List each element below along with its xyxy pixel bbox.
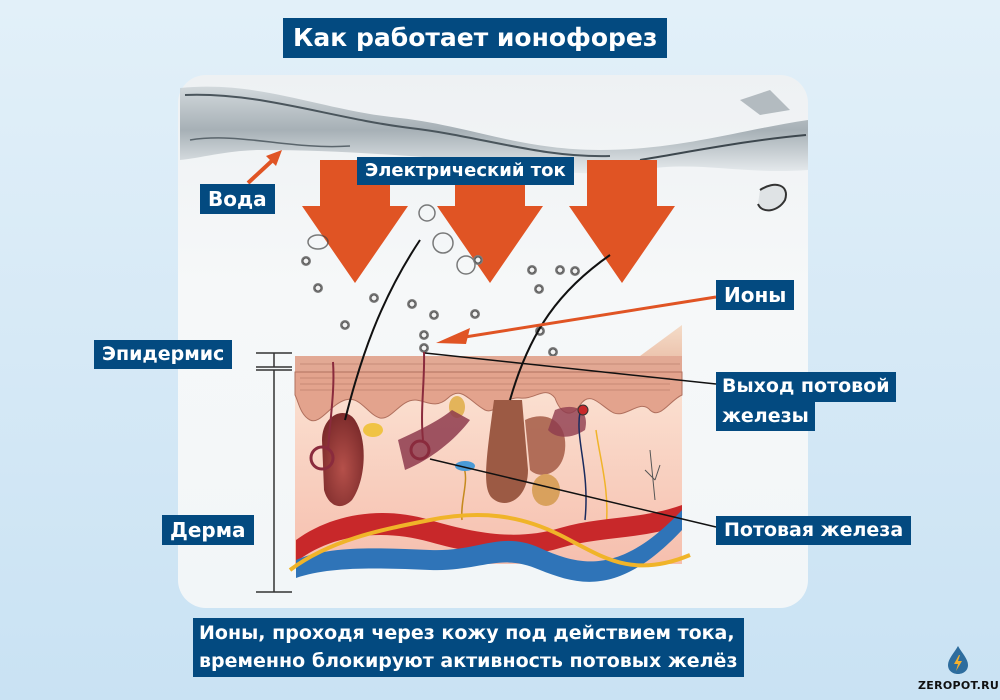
- label-epidermis: Эпидермис: [94, 340, 233, 369]
- caption-line2: временно блокируют активность потовых же…: [199, 649, 738, 672]
- label-sweat-gland: Потовая железа: [716, 516, 912, 545]
- label-water: Вода: [200, 184, 275, 214]
- sweat-gland-leader: [429, 458, 717, 528]
- label-sweat-duct-exit-line1: Выход потовой: [716, 372, 896, 402]
- water-pointer: [246, 156, 277, 185]
- page-title: Как работает ионофорез: [283, 18, 668, 58]
- ions: [301, 255, 580, 357]
- label-ions: Ионы: [716, 280, 795, 310]
- ions-pointer: [464, 295, 717, 339]
- label-sweat-duct-exit-line2: железы: [716, 401, 815, 432]
- label-dermis: Дерма: [162, 515, 254, 545]
- current-arrows: [302, 160, 675, 283]
- caption: Ионы, проходя через кожу под действием т…: [193, 618, 744, 678]
- duct-exit-leader: [424, 352, 717, 385]
- label-electric-current: Электрический ток: [357, 157, 574, 185]
- water-surface: [180, 86, 808, 212]
- caption-line1: Ионы, проходя через кожу под действием т…: [199, 622, 735, 644]
- water-drop-lightning-icon: [948, 646, 968, 674]
- skin-block: [288, 239, 691, 582]
- brand-logo: ZEROPOT.RU: [918, 645, 1000, 692]
- layer-brackets: [256, 352, 292, 593]
- brand-name: ZEROPOT.RU: [918, 679, 1000, 692]
- label-sweat-duct-exit: Выход потовой железы: [716, 372, 896, 432]
